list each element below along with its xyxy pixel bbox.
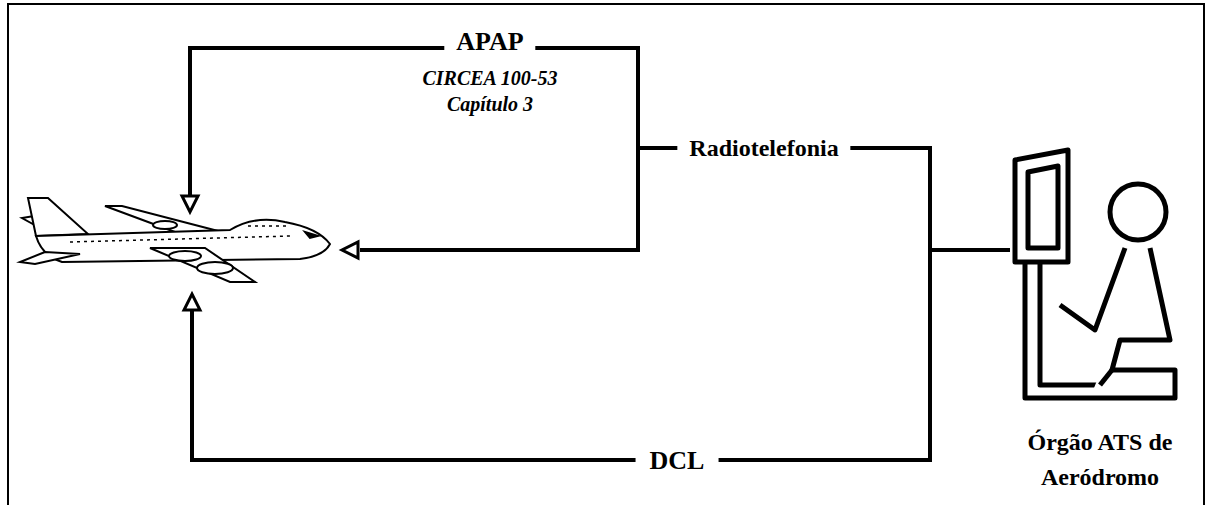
unit-name: Órgão ATS de Aeródromo	[1013, 425, 1188, 495]
ats-unit: Órgão ATS de Aeródromo	[1013, 425, 1188, 495]
frame	[8, 4, 1204, 505]
line-label: CIRCEA 100-53	[418, 67, 561, 89]
operator-icon	[1015, 150, 1175, 398]
line-label: Capítulo 3	[443, 93, 537, 115]
line-label: Radiotelefonia	[677, 135, 850, 161]
airplane	[20, 198, 330, 282]
line-label: DCL	[636, 447, 719, 476]
line-label: APAP	[444, 28, 535, 57]
